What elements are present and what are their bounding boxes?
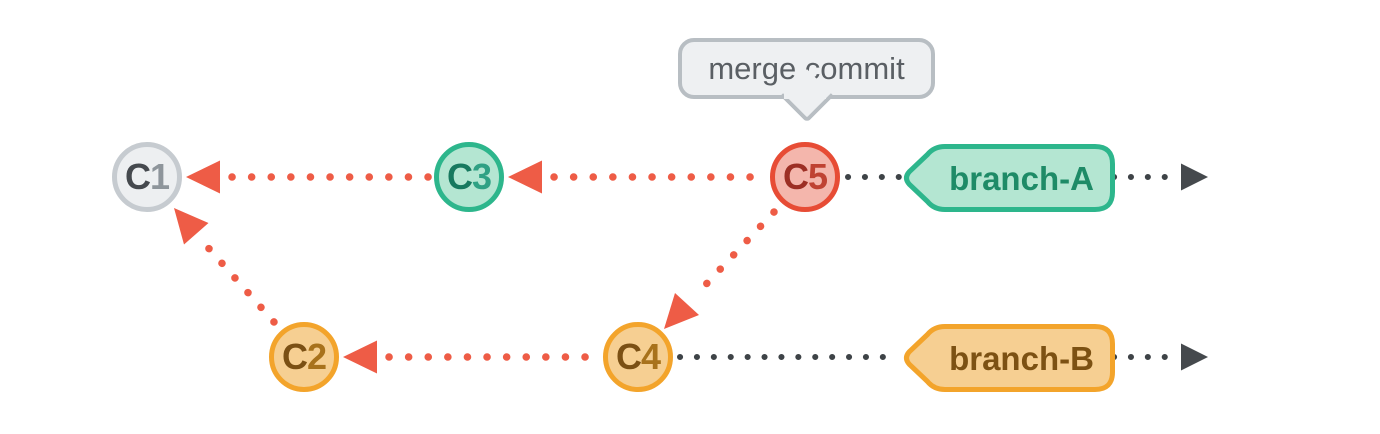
commit-letter: C: [281, 336, 308, 377]
arrowhead-left-icon: [508, 160, 542, 194]
branch-b-tag: branch-B: [901, 323, 1116, 393]
arrowhead-left-icon: [343, 340, 377, 374]
commit-letter: C: [782, 156, 809, 197]
arrowhead-left-icon: [186, 160, 220, 194]
tag-shape-icon: [904, 324, 1115, 392]
branch-a-tag: branch-A: [901, 143, 1116, 213]
edge-c4-to-c2: [343, 340, 603, 374]
commit-number: 3: [471, 156, 492, 197]
branch-a-label: branch-A: [949, 159, 1094, 197]
commit-letter: C: [124, 156, 151, 197]
arrowhead-right-icon: [1181, 163, 1208, 191]
tooltip-tail-cover: [784, 93, 826, 99]
timeline-branch-a: [845, 163, 1208, 191]
edge-c3-to-c1: [186, 160, 435, 194]
arrowhead-down-left-icon: [664, 293, 699, 329]
commit-number: 4: [640, 336, 661, 377]
commit-number: 5: [807, 156, 828, 197]
commit-number: 2: [306, 336, 327, 377]
tag-shape-icon: [904, 144, 1115, 212]
edge-c5-to-c4: [664, 208, 778, 329]
branch-b-label: branch-B: [949, 339, 1094, 377]
timeline-branch-b: [677, 343, 1208, 371]
edge-c2-to-c1: [174, 208, 278, 326]
commit-letter: C: [446, 156, 473, 197]
arrowhead-right-icon: [1181, 343, 1208, 371]
merge-commit-tooltip: merge commit: [678, 38, 935, 123]
commit-number: 1: [149, 156, 170, 197]
edge-c5-to-c3: [508, 160, 768, 194]
arrowhead-up-left-icon: [174, 208, 209, 245]
commit-letter: C: [615, 336, 642, 377]
